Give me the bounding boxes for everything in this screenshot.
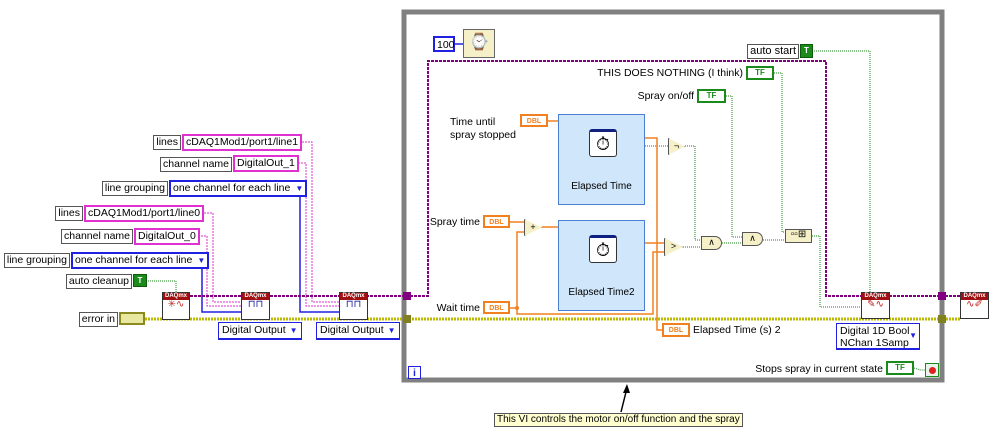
auto-start-constant[interactable]: T (800, 44, 813, 58)
wait-time-control[interactable]: DBL (483, 301, 510, 314)
while-loop-frame[interactable] (401, 9, 945, 383)
dropdown-arrow-icon: ▼ (295, 184, 304, 193)
daqmx-write-node[interactable]: DAQmx✎∿ (861, 292, 890, 319)
write-pencil-icon: ✎∿ (867, 299, 884, 310)
daqmx-header: DAQmx (961, 293, 988, 300)
task-shift-register-left[interactable] (403, 292, 411, 300)
selector-value: Digital Output (320, 324, 384, 336)
clear-task-eraser-icon: ∿✐ (966, 299, 983, 310)
daqmx-header: DAQmx (163, 293, 189, 300)
error-in-label: error in (78, 312, 118, 327)
build-array-function[interactable]: ▫▫⊞ (785, 229, 812, 243)
and-function-1[interactable]: ∧ (701, 236, 722, 250)
lines-constant-0[interactable]: cDAQ1Mod1/port1/line0 (84, 205, 205, 222)
line-grouping-label-0: line grouping (3, 253, 70, 268)
line-grouping-label-1: line grouping (101, 181, 168, 196)
daqmx-create-channel-node-1[interactable]: DAQmx⊓⊓ (339, 292, 368, 320)
elapsed-time-s2-label: Elapsed Time (s) 2 (693, 324, 781, 336)
dropdown-arrow-icon: ▼ (289, 326, 298, 335)
dropdown-arrow-icon: ▼ (197, 256, 206, 265)
create-channel-selector-1[interactable]: Digital Output▼ (316, 322, 400, 340)
daqmx-create-channel-node-0[interactable]: DAQmx⊓⊓ (241, 292, 270, 320)
elapsed-time-label: Elapsed Time (571, 181, 632, 192)
line-grouping-enum-1[interactable]: one channel for each line ▼ (169, 180, 308, 197)
wait-ms-constant[interactable]: 100 (433, 36, 455, 52)
elapsed-time2-express-vi[interactable]: ⏱ Elapsed Time2 (558, 220, 645, 311)
digital-channel-icon: ⊓⊓ (247, 299, 264, 310)
and-function-2[interactable]: ∧ (742, 232, 763, 246)
selector-value: Digital Output (222, 324, 286, 336)
lines-label-0: lines (55, 206, 83, 221)
error-shift-register-right[interactable] (938, 315, 946, 323)
dbl-wires (510, 120, 664, 331)
channel-name-label-1: channel name (160, 157, 232, 172)
enum-wires (195, 43, 463, 313)
selector-value: Digital 1D Bool NChan 1Samp (840, 325, 910, 350)
does-nothing-control[interactable]: TF (746, 66, 774, 80)
channel-name-constant-1[interactable]: DigitalOut_1 (233, 155, 299, 172)
auto-start-label: auto start (747, 44, 799, 59)
does-nothing-label: THIS DOES NOTHING (I think) (597, 67, 743, 79)
create-task-icon: ✳∿ (167, 299, 185, 310)
loop-condition-stop[interactable] (925, 363, 939, 377)
wait-ms-watch-icon[interactable]: ⌚ (463, 29, 495, 58)
daqmx-clear-task-node[interactable]: DAQmx∿✐ (960, 292, 989, 319)
build-array-icon: ▫▫⊞ (790, 229, 807, 240)
daqmx-header: DAQmx (340, 293, 367, 300)
stop-icon (929, 367, 936, 374)
loop-iteration-terminal: i (408, 366, 421, 379)
wait-time-label: Wait time (436, 302, 480, 314)
dropdown-arrow-icon: ▼ (909, 331, 917, 340)
line-grouping-value-1: one channel for each line (173, 182, 291, 194)
spray-time-label: Spray time (429, 216, 480, 228)
bool-wires (146, 50, 926, 371)
daqmx-create-task-node[interactable]: DAQmx✳∿ (162, 292, 190, 320)
line-grouping-value-0: one channel for each line (75, 254, 193, 266)
line-grouping-enum-0[interactable]: one channel for each line ▼ (71, 252, 210, 269)
elapsed-time2-label: Elapsed Time2 (568, 287, 635, 298)
digital-channel-icon: ⊓⊓ (345, 299, 362, 310)
error-shift-register-left[interactable] (403, 315, 411, 323)
task-wire (190, 60, 960, 297)
write-polymorphic-selector[interactable]: Digital 1D Bool NChan 1Samp▼ (836, 323, 920, 350)
lines-constant-1[interactable]: cDAQ1Mod1/port1/line1 (182, 134, 303, 151)
stopwatch-icon: ⏱ (589, 129, 617, 157)
comment-label: This VI controls the motor on/off functi… (494, 413, 743, 427)
stop-control[interactable]: TF (886, 361, 914, 375)
stop-label: Stops spray in current state (755, 363, 883, 375)
task-shift-register-right[interactable] (938, 292, 946, 300)
error-in-cluster[interactable] (119, 312, 145, 325)
time-until-control[interactable]: DBL (520, 114, 548, 127)
create-channel-selector-0[interactable]: Digital Output▼ (218, 322, 302, 340)
auto-cleanup-constant[interactable]: T (133, 274, 147, 287)
auto-cleanup-label: auto cleanup (65, 274, 132, 289)
elapsed-time-s2-indicator: DBL (662, 323, 690, 337)
stopwatch-icon: ⏱ (589, 235, 617, 263)
channel-name-constant-0[interactable]: DigitalOut_0 (134, 228, 200, 245)
lines-label-1: lines (153, 135, 181, 150)
dropdown-arrow-icon: ▼ (387, 326, 396, 335)
time-until-label: Time until spray stopped (450, 116, 516, 141)
channel-name-label-0: channel name (61, 229, 133, 244)
spray-onoff-control[interactable]: TF (697, 89, 726, 103)
spray-time-control[interactable]: DBL (483, 215, 510, 228)
spray-onoff-label: Spray on/off (637, 90, 694, 102)
daqmx-header: DAQmx (862, 293, 889, 300)
elapsed-time-express-vi[interactable]: ⏱ Elapsed Time (558, 114, 645, 205)
daqmx-header: DAQmx (242, 293, 269, 300)
